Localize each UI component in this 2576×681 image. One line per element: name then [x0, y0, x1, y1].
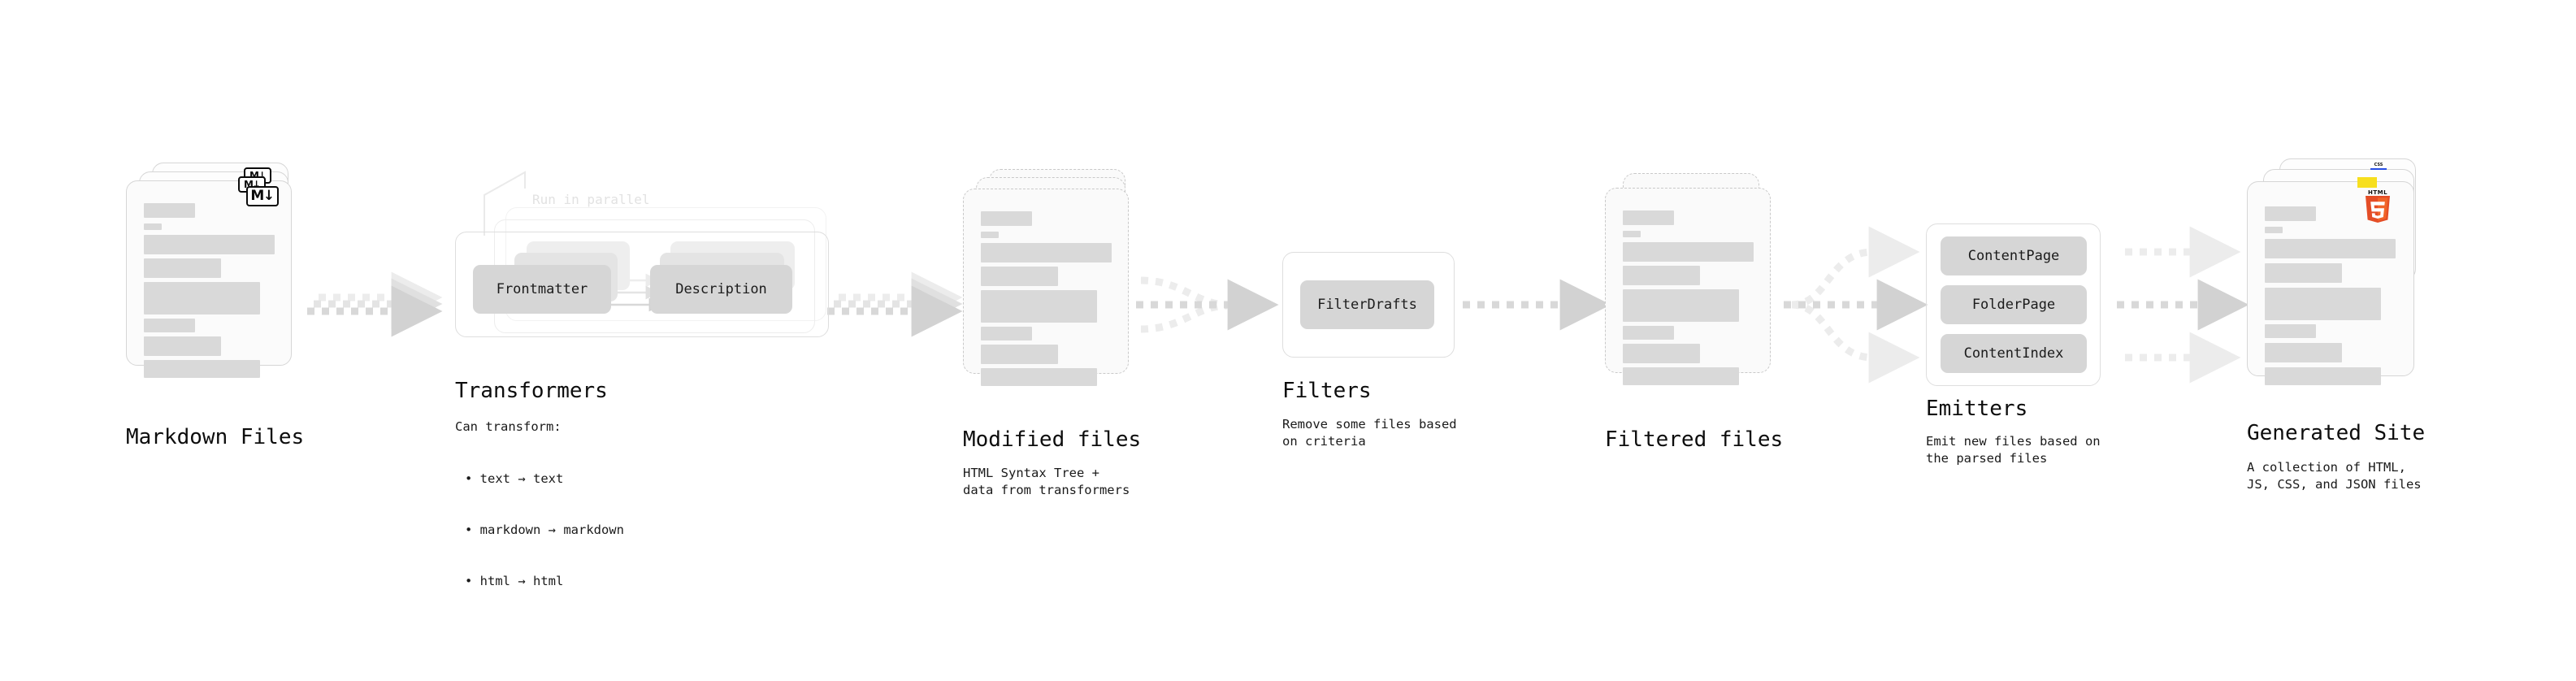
css-badge: CSS [2370, 163, 2387, 170]
modified-file-card-front [963, 189, 1129, 386]
modified-files-subtitle: HTML Syntax Tree + data from transformer… [963, 466, 1130, 497]
emitter-pill-contentpage-label: ContentPage [1967, 248, 2060, 264]
transformers-subtitle: Can transform: [455, 419, 562, 434]
markdown-file-skeleton [127, 181, 291, 378]
html5-badge-caption: HTML [2367, 189, 2388, 196]
emitter-pill-folderpage-label: FolderPage [1971, 297, 2056, 313]
transformers-frame-back [505, 207, 826, 321]
markdown-file-card-front [126, 180, 292, 378]
markdown-badge-letter: M [250, 188, 264, 204]
transformers-bullets: • text → text • markdown → markdown • ht… [465, 436, 624, 624]
markdown-badge-letter-mid: M [243, 179, 254, 190]
generated-site-stack: CSS HTML [2247, 158, 2416, 385]
emitters-title: Emitters [1926, 397, 2028, 421]
generated-site-title: Generated Site [2247, 421, 2426, 445]
emitter-pill-folderpage[interactable]: FolderPage [1941, 285, 2087, 324]
modified-files-title: Modified files [963, 427, 1142, 452]
css-badge-bar [2370, 168, 2387, 170]
run-in-parallel-hint: Run in parallel [532, 192, 650, 207]
arrow-transformers-to-modified [827, 271, 963, 337]
filtered-file-card-front [1605, 188, 1771, 385]
filter-pill-filterdrafts[interactable]: FilterDrafts [1300, 280, 1434, 329]
html5-badge: HTML [2364, 189, 2392, 223]
filters-title: Filters [1282, 379, 1372, 403]
transformer-pill-frontmatter-label: Frontmatter [496, 281, 588, 297]
markdown-badge-letter-back: M [249, 170, 259, 181]
emitters-subtitle: Emit new files based on the parsed files [1926, 434, 2101, 466]
arrow-filtered-to-emitters [1784, 226, 1928, 384]
filter-pill-filterdrafts-label: FilterDrafts [1317, 297, 1417, 313]
transformers-bullet-2: • html → html [465, 574, 564, 588]
arrow-modified-to-filters [1136, 276, 1279, 333]
markdown-badge: M↓ [246, 186, 279, 206]
emitters-frame [1926, 223, 2101, 386]
markdown-badge-arrow: ↓ [262, 188, 275, 204]
emitter-pill-contentindex-label: ContentIndex [1963, 345, 2064, 362]
arrow-emitters-to-site [2117, 226, 2249, 384]
generated-site-skeleton [2248, 182, 2413, 385]
modified-file-skeleton [964, 189, 1128, 386]
markdown-badge-arrow-back: ↓ [258, 170, 266, 181]
transformer-pill-description-label: Description [675, 281, 767, 297]
transformers-bullet-0: • text → text [465, 471, 564, 486]
emitter-pill-contentindex[interactable]: ContentIndex [1941, 334, 2087, 373]
generated-site-subtitle: A collection of HTML, JS, CSS, and JSON … [2247, 460, 2422, 492]
filtered-files-title: Filtered files [1605, 427, 1784, 452]
html5-shield-icon [2366, 196, 2390, 223]
transformer-pill-frontmatter[interactable]: Frontmatter [473, 265, 611, 314]
transformer-pill-description[interactable]: Description [650, 265, 792, 314]
transformers-frame-front [455, 232, 829, 337]
filters-frame [1282, 252, 1455, 358]
filters-subtitle: Remove some files based on criteria [1282, 417, 1457, 449]
markdown-files-title: Markdown Files [126, 425, 305, 449]
transformers-bullet-1: • markdown → markdown [465, 523, 624, 537]
js-badge [2357, 177, 2377, 188]
css-badge-label: CSS [2374, 163, 2383, 167]
transformers-title: Transformers [455, 379, 608, 403]
markdown-badge-arrow-mid: ↓ [252, 179, 260, 190]
filtered-file-skeleton [1606, 189, 1770, 385]
emitter-pill-contentpage[interactable]: ContentPage [1941, 236, 2087, 275]
arrow-markdown-to-transformers [307, 271, 443, 337]
